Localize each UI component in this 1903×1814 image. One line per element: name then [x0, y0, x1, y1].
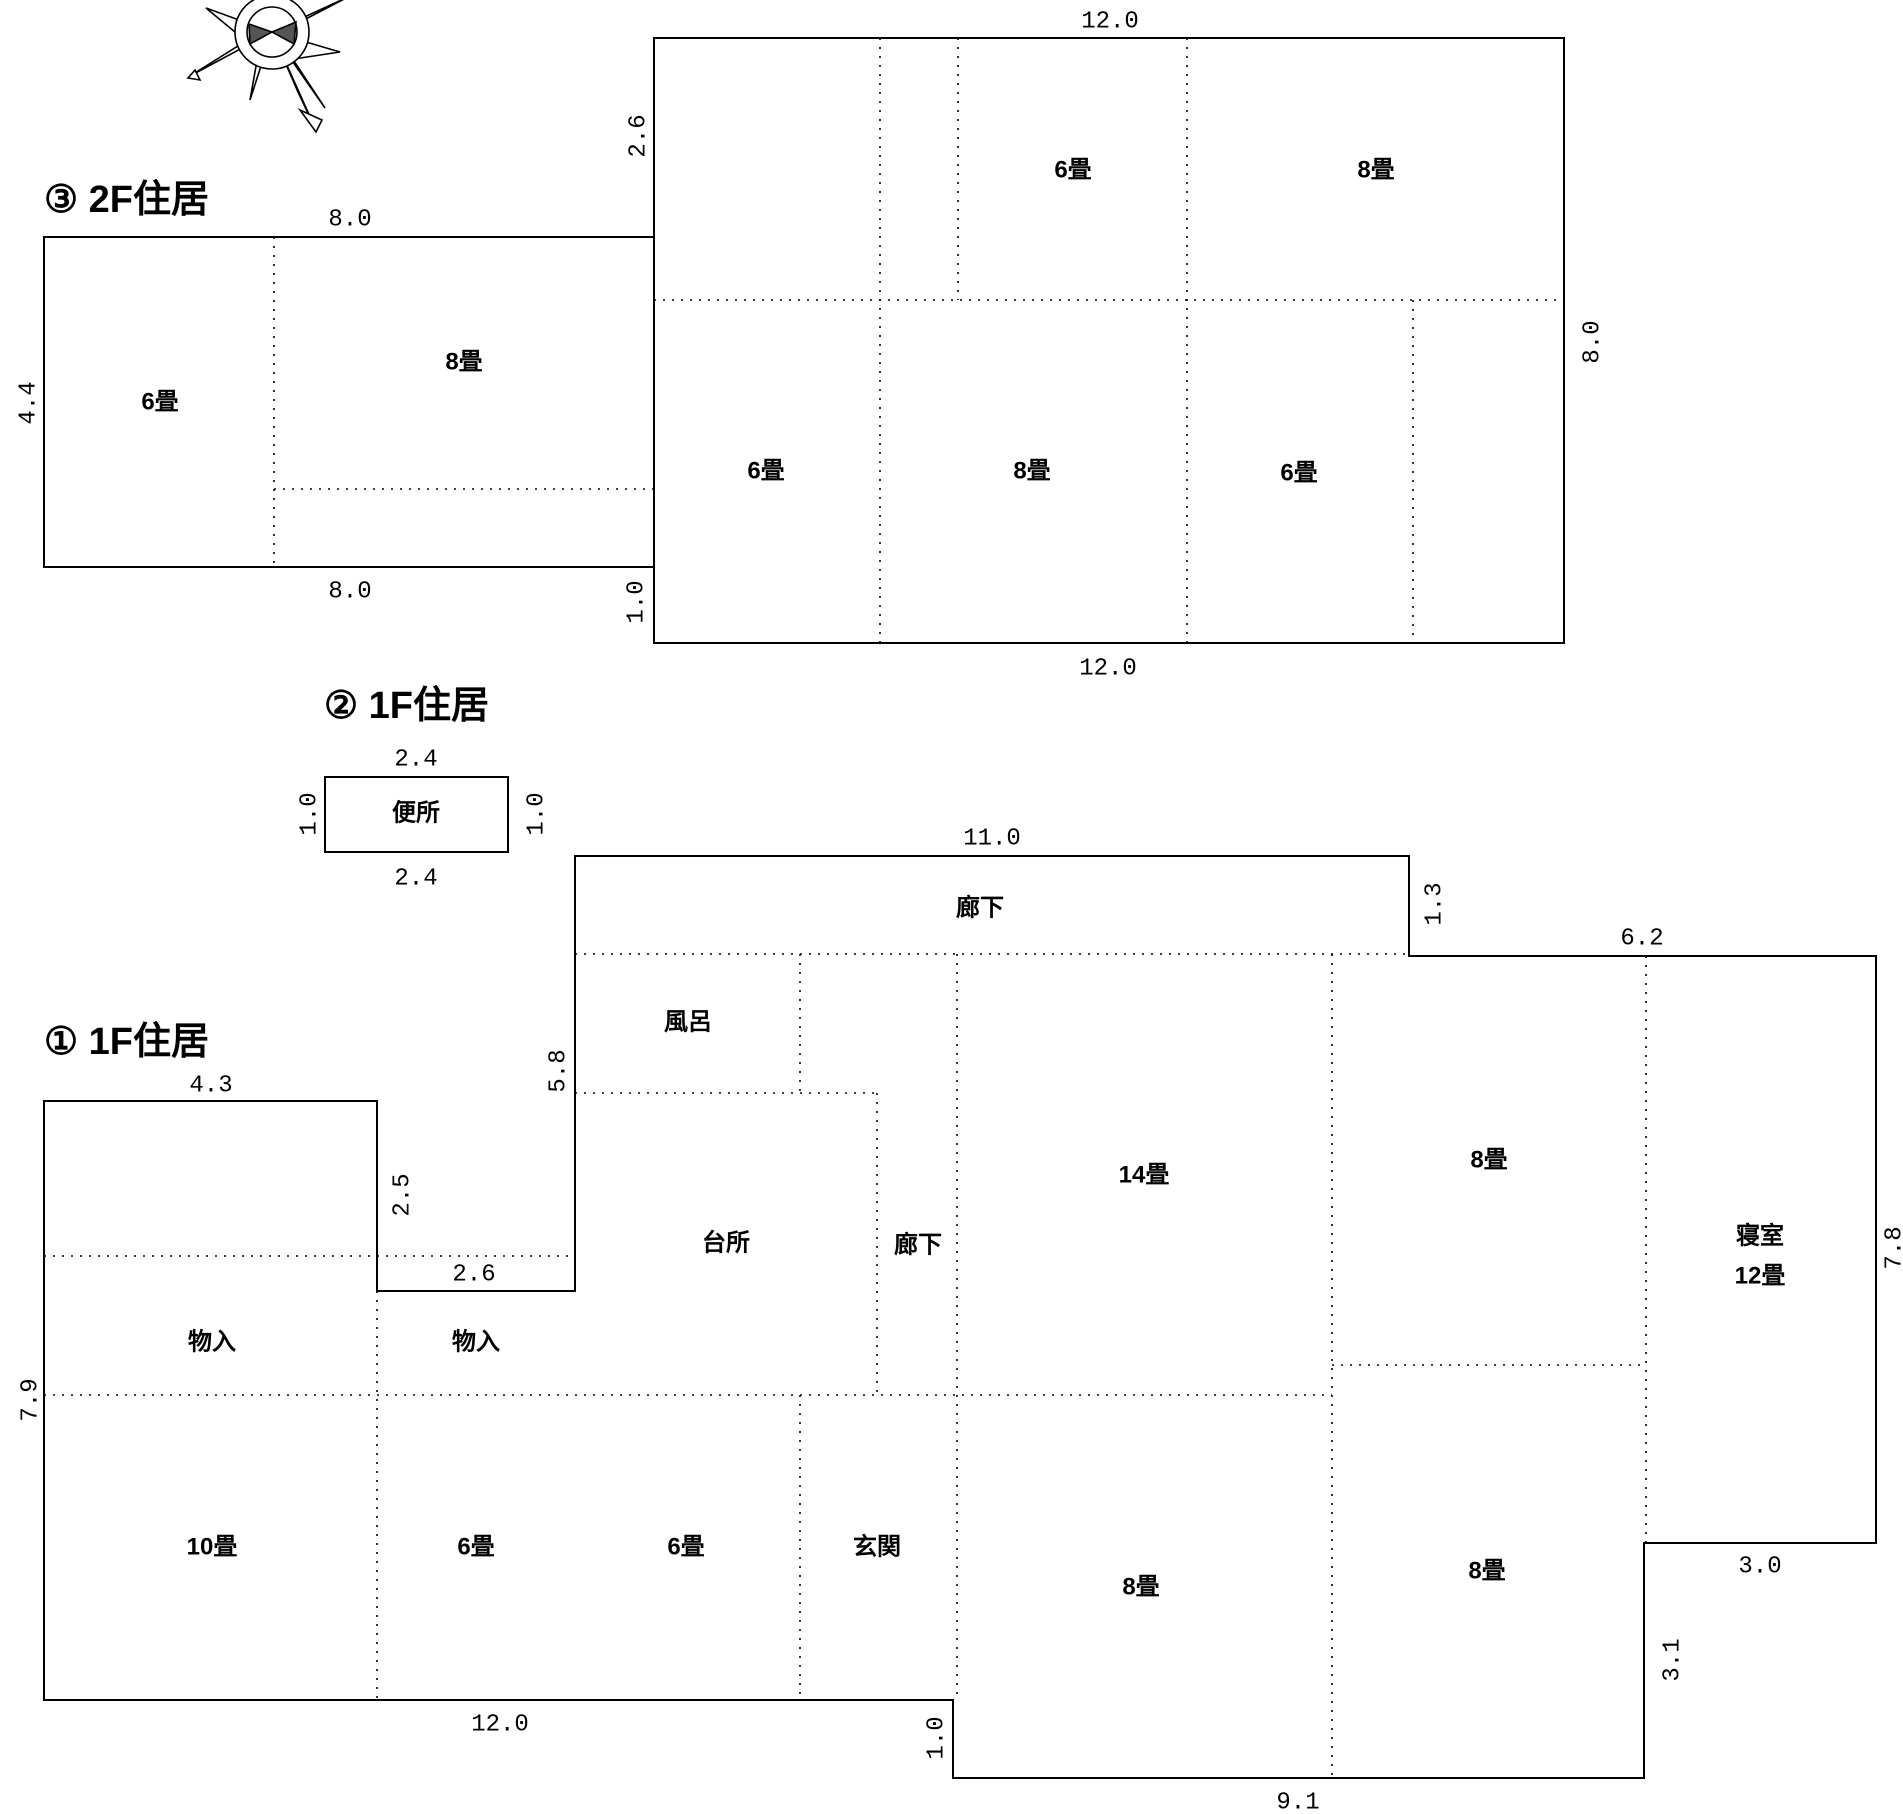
floor1-entrance: 玄関 — [853, 1532, 901, 1560]
dim-floor1-top-left: 4.3 — [189, 1072, 232, 1099]
floor1-bedroom: 寝室 — [1736, 1221, 1784, 1249]
dim-floor1-east-bottom: 3.0 — [1738, 1553, 1781, 1580]
compass-rose-icon — [186, 0, 345, 134]
floor2-room-6-south-a: 6畳 — [747, 457, 784, 484]
toilet-heading: ② 1F住居 — [324, 685, 489, 727]
floor2-room-6-west: 6畳 — [141, 388, 178, 415]
floor1-room-8-se: 8畳 — [1468, 1557, 1505, 1584]
floor1-kitchen: 台所 — [702, 1228, 750, 1256]
floor2-plan: 6畳 8畳 6畳 8畳 6畳 8畳 6畳 8.0 8.0 4.4 12.0 12… — [15, 8, 1606, 682]
floor1-room-8-ne: 8畳 — [1470, 1146, 1507, 1173]
dim-floor2-main-bottom: 12.0 — [1079, 655, 1137, 682]
toilet-room: 便所 — [392, 799, 440, 826]
floor2-room-8-west: 8畳 — [445, 348, 482, 375]
floor2-heading: ③ 2F住居 — [44, 179, 209, 221]
floor1-room-10: 10畳 — [187, 1533, 238, 1560]
dim-toilet-right: 1.0 — [523, 792, 550, 835]
dim-floor2-main-left-lower: 1.0 — [623, 580, 650, 623]
dim-floor1-se-step: 3.1 — [1659, 1638, 1686, 1681]
floor2-room-6-south-b: 6畳 — [1280, 459, 1317, 486]
floor1-bedroom-size: 12畳 — [1735, 1262, 1786, 1289]
toilet-plan: 便所 2.4 2.4 1.0 1.0 — [296, 746, 550, 892]
floor1-corridor-top: 廊下 — [956, 893, 1004, 921]
floor1-room-8-s: 8畳 — [1122, 1573, 1159, 1600]
floor2-main-block — [653, 37, 1565, 644]
floor1-plan: 廊下 風呂 台所 廊下 14畳 8畳 寝室 12畳 物入 物入 10畳 6畳 6… — [17, 825, 1903, 1814]
dim-toilet-left: 1.0 — [296, 792, 323, 835]
dim-floor1-south-bottom: 9.1 — [1276, 1789, 1319, 1814]
floor1-room-14: 14畳 — [1119, 1161, 1170, 1188]
floor2-room-8-south: 8畳 — [1013, 457, 1050, 484]
floor2-room-6-north: 6畳 — [1054, 156, 1091, 183]
floor1-bath: 風呂 — [664, 1008, 712, 1035]
toilet-outline — [324, 776, 509, 853]
dim-floor1-corridor-right: 1.3 — [1421, 882, 1448, 925]
dim-floor1-corridor-top: 11.0 — [963, 825, 1021, 852]
floor1-storage-mid: 物入 — [452, 1328, 500, 1355]
floor2-west-block — [43, 236, 655, 568]
dim-floor2-west-bottom: 8.0 — [328, 578, 371, 605]
dim-floor2-west-top: 8.0 — [328, 206, 371, 233]
dim-floor2-main-right: 8.0 — [1579, 320, 1606, 363]
floor1-corridor-mid: 廊下 — [894, 1230, 942, 1258]
floor1-heading: ① 1F住居 — [44, 1021, 209, 1063]
dim-floor2-main-top: 12.0 — [1081, 8, 1139, 35]
floor1-outline — [43, 855, 1877, 1779]
floor1-room-6-a: 6畳 — [457, 1533, 494, 1560]
floor2-room-8-north: 8畳 — [1357, 156, 1394, 183]
dim-floor1-east-top: 6.2 — [1620, 925, 1663, 952]
dim-floor1-bottom-left: 12.0 — [471, 1711, 529, 1738]
dim-floor1-step1: 2.5 — [389, 1173, 416, 1216]
dim-floor1-corridor-height: 5.8 — [545, 1049, 572, 1092]
floor1-storage-left: 物入 — [188, 1328, 236, 1355]
dim-floor2-main-left-upper: 2.6 — [625, 114, 652, 157]
dim-floor1-south-step: 1.0 — [923, 1716, 950, 1759]
floor1-room-6-b: 6畳 — [667, 1533, 704, 1560]
dim-toilet-bottom: 2.4 — [394, 865, 437, 892]
dim-toilet-top: 2.4 — [394, 746, 437, 773]
dim-floor1-step-width: 2.6 — [452, 1261, 495, 1288]
dim-floor1-left-height: 7.9 — [17, 1378, 44, 1421]
dim-floor2-west-height: 4.4 — [15, 381, 42, 424]
dim-floor1-east-height: 7.8 — [1881, 1226, 1903, 1269]
